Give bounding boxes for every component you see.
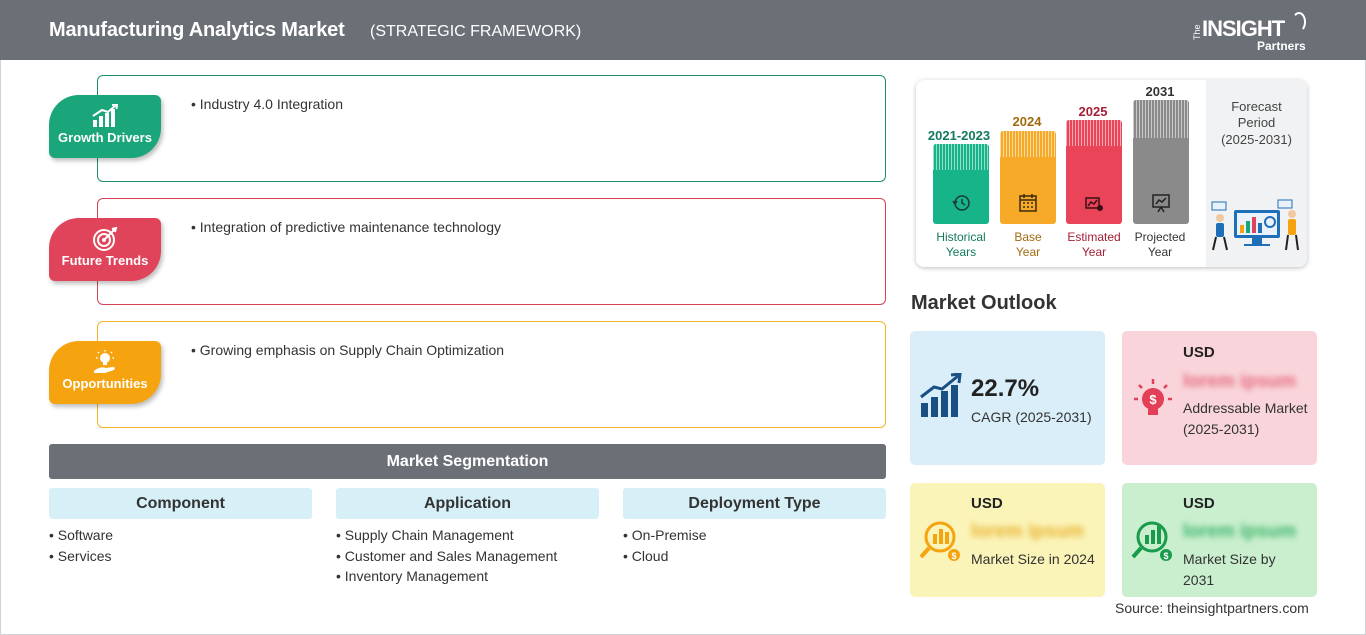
growth-drivers-point: • Industry 4.0 Integration bbox=[191, 96, 343, 112]
addressable-desc: Addressable Market (2025-2031) bbox=[1183, 400, 1308, 437]
svg-text:$: $ bbox=[1163, 551, 1168, 561]
market-size-2031-card: $ USD lorem ipsum Market Size by 2031 bbox=[1122, 483, 1317, 597]
size-2031-desc: Market Size by 2031 bbox=[1183, 551, 1276, 588]
cagr-label: CAGR (2025-2031) bbox=[971, 409, 1092, 425]
opportunities-label: Opportunities bbox=[62, 376, 148, 391]
caption-line: Years bbox=[945, 245, 977, 259]
caption-line: Year bbox=[1081, 245, 1107, 259]
forecast-line1: Forecast bbox=[1231, 99, 1282, 114]
projection-board-icon bbox=[1152, 194, 1170, 213]
page-title: Manufacturing Analytics Market bbox=[49, 19, 345, 41]
segment-heading: Application bbox=[336, 488, 599, 519]
size-2031-currency: USD bbox=[1183, 495, 1215, 512]
caption-line: Base bbox=[1014, 230, 1042, 244]
timeline-year-estimated: 2025 bbox=[1078, 104, 1108, 119]
analytics-people-illustration bbox=[1211, 199, 1299, 251]
segmentation-title: Market Segmentation bbox=[49, 444, 886, 479]
segment-deployment-type: Deployment Type On-Premise Cloud bbox=[623, 488, 886, 566]
estimate-chart-icon bbox=[1085, 197, 1103, 211]
segment-item: Software bbox=[49, 525, 312, 546]
growth-drivers-label: Growth Drivers bbox=[58, 130, 152, 145]
timeline-caption-historical: Historical Years bbox=[926, 230, 996, 260]
opportunities-box: • Growing emphasis on Supply Chain Optim… bbox=[97, 321, 886, 428]
growth-drivers-badge: Growth Drivers bbox=[49, 95, 161, 158]
future-trends-label: Future Trends bbox=[61, 253, 149, 268]
cagr-growth-icon bbox=[920, 373, 962, 417]
size-2031-value-blurred: lorem ipsum bbox=[1183, 521, 1296, 542]
segment-component: Component Software Services bbox=[49, 488, 312, 566]
header-bar: Manufacturing Analytics Market (STRATEGI… bbox=[0, 0, 1366, 60]
timeline-year-projected: 2031 bbox=[1145, 84, 1175, 99]
forecast-title: Forecast Period bbox=[1206, 99, 1307, 131]
timeline-caption-projected: Projected Year bbox=[1125, 230, 1195, 260]
forecast-line2: Period bbox=[1237, 115, 1276, 130]
timeline-bar-estimated bbox=[1066, 120, 1122, 224]
future-trends-point: • Integration of predictive maintenance … bbox=[191, 219, 501, 235]
timeline-year-historical: 2021-2023 bbox=[927, 128, 991, 143]
svg-text:$: $ bbox=[1149, 392, 1157, 407]
cagr-value: 22.7% bbox=[971, 375, 1040, 402]
forecast-range: (2025-2031) bbox=[1221, 132, 1292, 147]
addressable-market-card: $ USD lorem ipsum Addressable Market (20… bbox=[1122, 331, 1317, 465]
segment-heading: Deployment Type bbox=[623, 488, 886, 519]
size-2024-currency: USD bbox=[971, 495, 1003, 512]
size-2024-desc: Market Size in 2024 bbox=[971, 551, 1095, 567]
market-size-2024-card: $ USD lorem ipsum Market Size in 2024 bbox=[910, 483, 1105, 597]
timeline-caption-estimated: Estimated Year bbox=[1059, 230, 1129, 260]
logo-sub: Partners bbox=[1257, 39, 1306, 53]
timeline-caption-base: Base Year bbox=[993, 230, 1063, 260]
logo-main: INSIGHT bbox=[1202, 16, 1285, 41]
market-outlook-title: Market Outlook bbox=[911, 292, 1057, 314]
money-bulb-icon: $ bbox=[1134, 379, 1172, 415]
svg-text:$: $ bbox=[951, 551, 956, 561]
source-credit[interactable]: Source: theinsightpartners.com bbox=[1115, 600, 1309, 616]
segment-item: Customer and Sales Management bbox=[336, 546, 599, 567]
timeline-bar-projected bbox=[1133, 100, 1189, 224]
addressable-currency: USD bbox=[1183, 344, 1215, 361]
segment-heading: Component bbox=[49, 488, 312, 519]
addressable-value-blurred: lorem ipsum bbox=[1183, 371, 1296, 392]
caption-line: Projected bbox=[1134, 230, 1186, 244]
caption-line: Year bbox=[1015, 245, 1041, 259]
timeline-card: Forecast Period (2025-2031) 2021-2023 Hi… bbox=[916, 80, 1307, 267]
target-icon bbox=[93, 227, 118, 251]
magnifier-growth-icon: $ bbox=[1131, 521, 1172, 561]
logo-the: The bbox=[1192, 24, 1202, 40]
segment-item: Services bbox=[49, 546, 312, 567]
cagr-card: 22.7% CAGR (2025-2031) bbox=[910, 331, 1105, 465]
bar-growth-icon bbox=[92, 104, 119, 127]
segment-item: Cloud bbox=[623, 546, 886, 567]
segment-item: On-Premise bbox=[623, 525, 886, 546]
growth-drivers-box: • Industry 4.0 Integration bbox=[97, 75, 886, 182]
timeline-bar-historical bbox=[933, 144, 989, 224]
opportunities-badge: Opportunities bbox=[49, 341, 161, 404]
future-trends-box: • Integration of predictive maintenance … bbox=[97, 198, 886, 305]
magnifier-chart-icon: $ bbox=[919, 521, 960, 561]
logo-arc-icon bbox=[1292, 12, 1306, 32]
segment-item: Supply Chain Management bbox=[336, 525, 599, 546]
segment-item: Inventory Management bbox=[336, 566, 599, 587]
history-clock-icon bbox=[952, 195, 970, 211]
timeline-bar-base bbox=[1000, 131, 1056, 224]
insight-partners-logo[interactable]: The INSIGHT Partners bbox=[1192, 10, 1312, 54]
future-trends-badge: Future Trends bbox=[49, 218, 161, 281]
caption-line: Year bbox=[1147, 245, 1173, 259]
timeline-year-base: 2024 bbox=[1012, 114, 1042, 129]
page-subtitle: (STRATEGIC FRAMEWORK) bbox=[370, 23, 582, 40]
caption-line: Estimated bbox=[1067, 230, 1121, 244]
caption-line: Historical bbox=[936, 230, 986, 244]
calendar-icon bbox=[1019, 194, 1037, 212]
segment-application: Application Supply Chain Management Cust… bbox=[336, 488, 599, 587]
lightbulb-hand-icon bbox=[94, 350, 115, 373]
size-2024-value-blurred: lorem ipsum bbox=[971, 521, 1084, 542]
opportunities-point: • Growing emphasis on Supply Chain Optim… bbox=[191, 342, 505, 358]
